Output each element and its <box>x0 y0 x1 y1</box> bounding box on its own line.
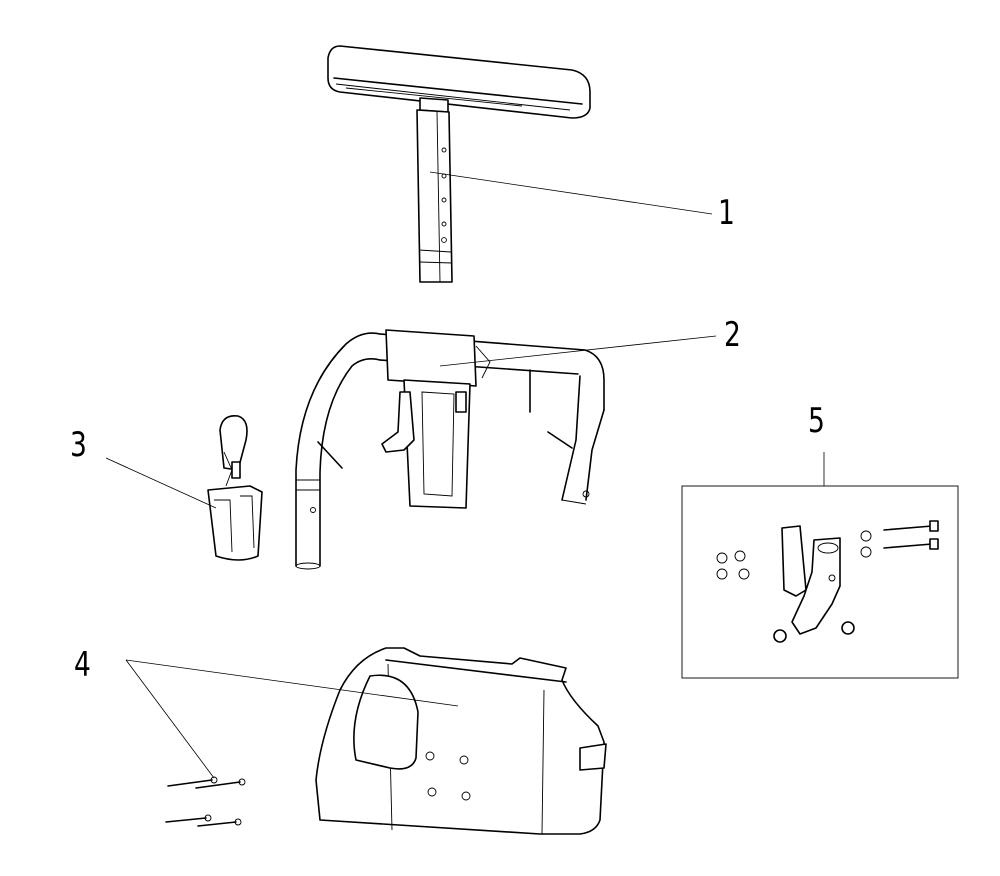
part-2-frame <box>295 329 605 570</box>
part-5-hardware-box <box>681 485 959 679</box>
part-4-cover <box>315 647 607 835</box>
callout-4: 4 <box>74 645 91 685</box>
callout-2: 2 <box>724 315 741 355</box>
part-3-lock-bracket <box>207 414 263 561</box>
part-4-rivets <box>165 776 246 827</box>
callout-1: 1 <box>718 193 735 233</box>
callout-3: 3 <box>70 425 87 465</box>
leader-lines <box>105 171 825 779</box>
part-1-armrest <box>327 45 591 283</box>
callout-5: 5 <box>808 401 825 441</box>
